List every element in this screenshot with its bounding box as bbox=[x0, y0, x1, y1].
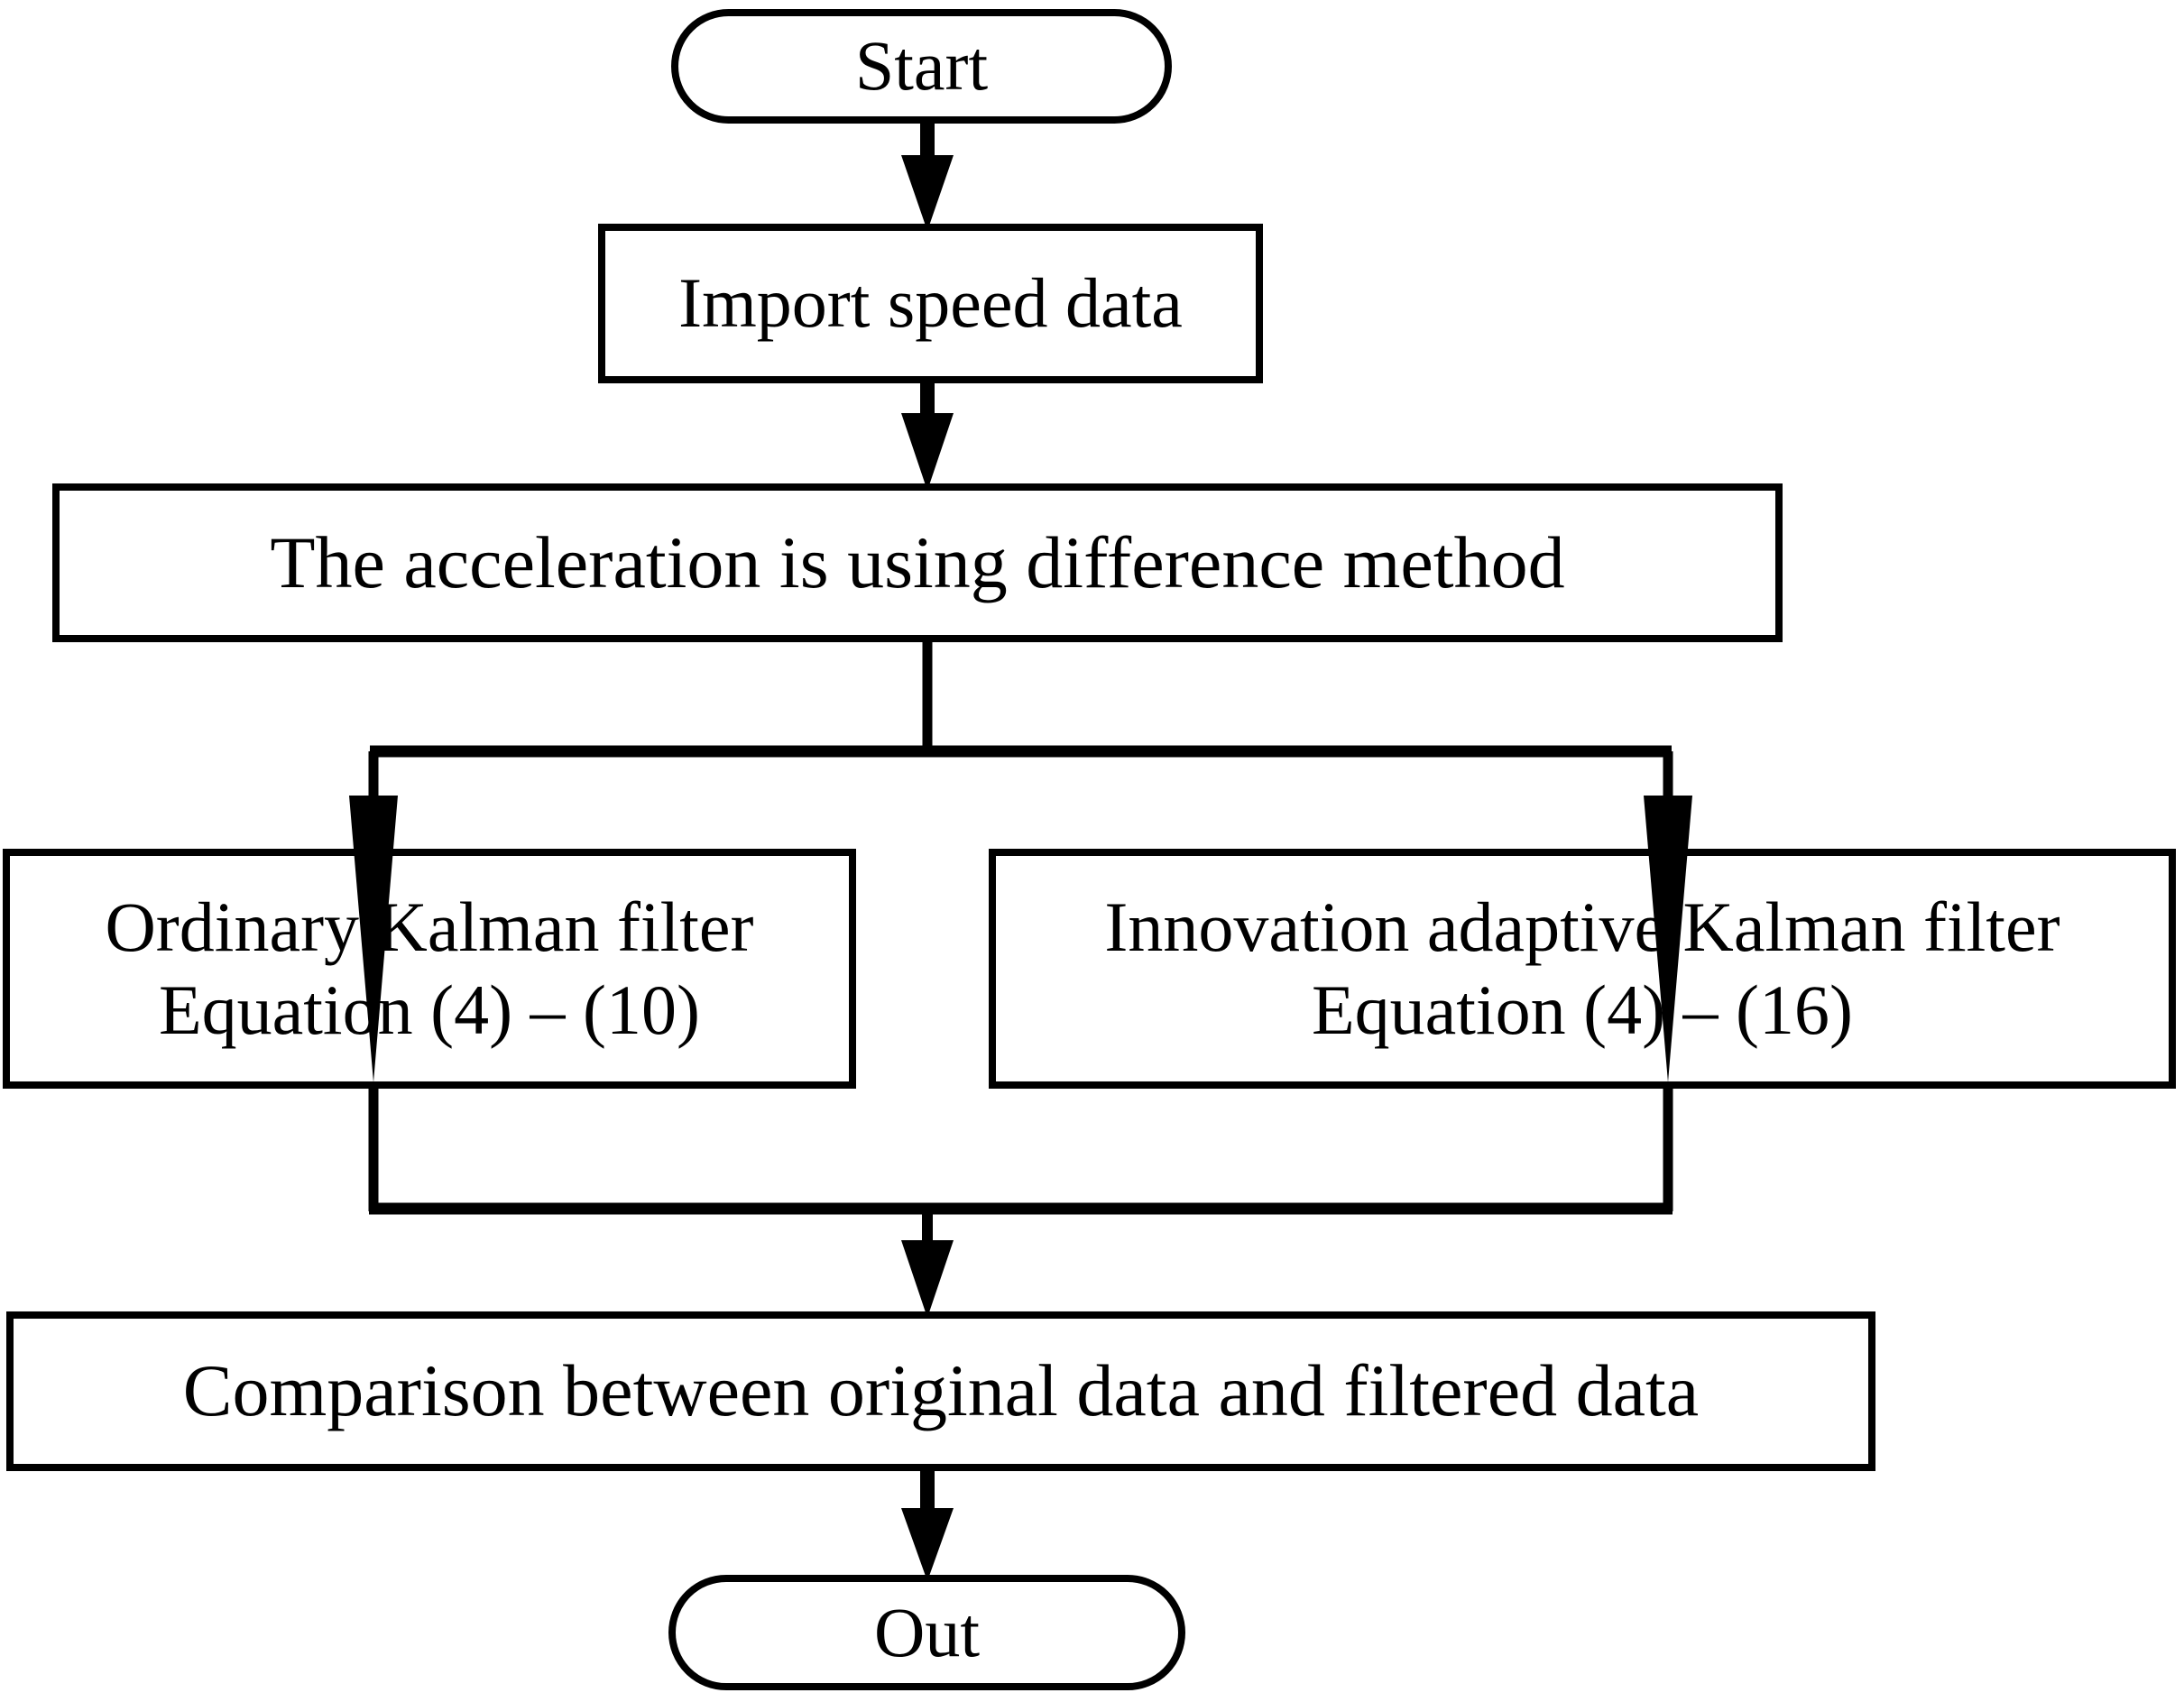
node-shape-out[interactable] bbox=[668, 1575, 1185, 1690]
node-shape-start[interactable] bbox=[671, 9, 1172, 124]
node-shape-comparison[interactable] bbox=[6, 1311, 1875, 1471]
node-shape-acceleration-difference[interactable] bbox=[52, 483, 1783, 642]
edge-acceleration-to-innovation bbox=[1644, 751, 1692, 1082]
node-shape-import-speed-data[interactable] bbox=[598, 224, 1263, 383]
edge-acceleration-split-trunk bbox=[370, 639, 1672, 758]
edge-acceleration-to-ordinary bbox=[349, 751, 398, 1082]
node-shape-ordinary-kalman-filter[interactable] bbox=[3, 849, 856, 1089]
edge-import-to-acceleration bbox=[901, 380, 954, 491]
edge-merge-to-comparison bbox=[901, 1209, 954, 1318]
edge-start-to-import bbox=[901, 120, 954, 231]
edge-comparison-to-out bbox=[901, 1467, 954, 1581]
edge-filters-merge-bar bbox=[368, 1085, 1673, 1215]
node-shape-innovation-adaptive-kalman-filter[interactable] bbox=[989, 849, 2176, 1089]
